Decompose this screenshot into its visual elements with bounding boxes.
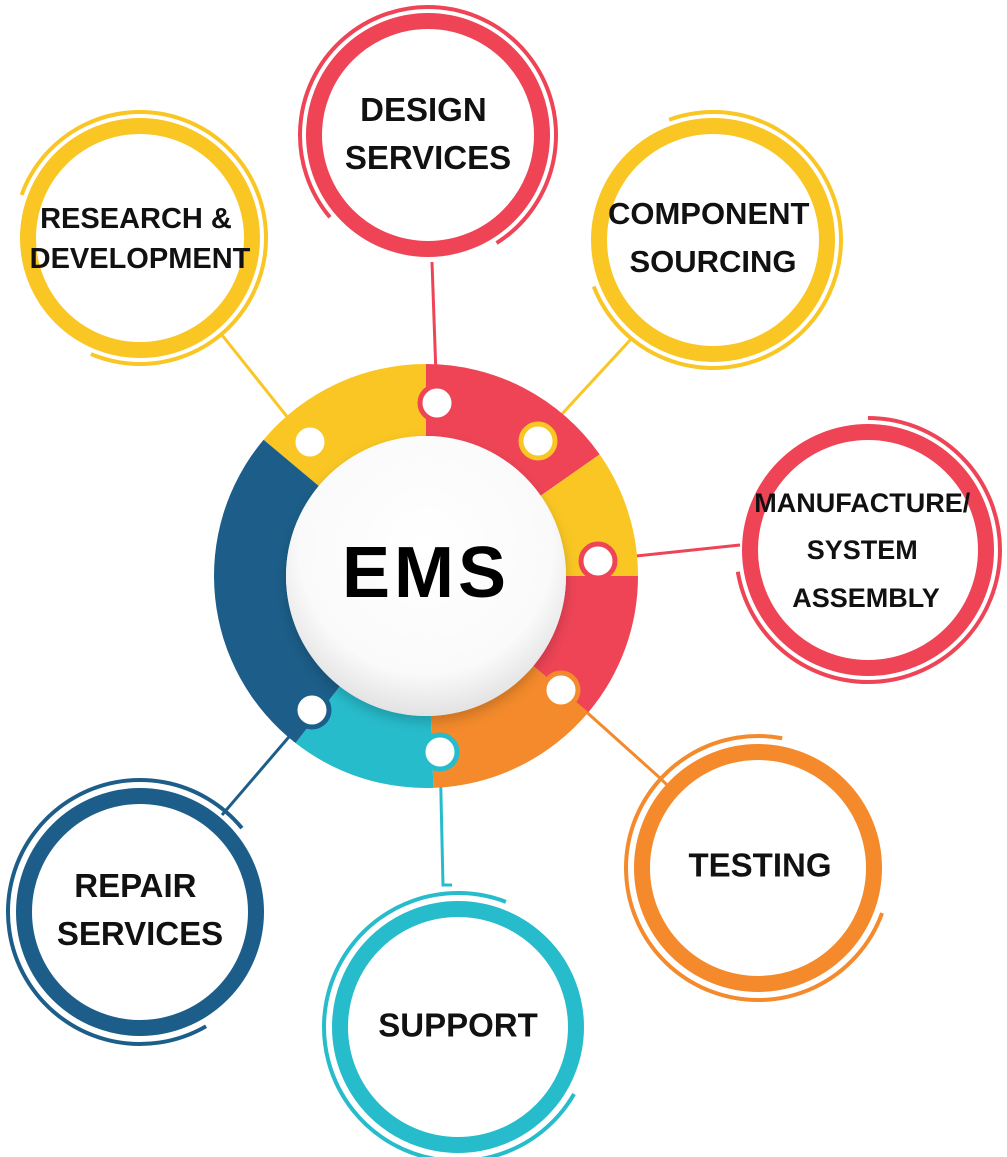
svg-text:COMPONENT SOURCING: COMPONENT SOURCING [608,196,818,279]
svg-text:REPAIR SERVICES: REPAIR SERVICES [57,867,223,952]
hub-disc [286,436,566,716]
hub-label: EMS [342,533,510,613]
connector-support [438,751,452,887]
node-component-line-1: COMPONENT [608,196,810,231]
node-research-line-2: DEVELOPMENT [30,243,251,275]
dot-component [518,421,558,461]
connector-dots [290,383,618,772]
ring-segment-component [540,454,638,576]
node-manufacture-system-assembly: MANUFACTURE/ SYSTEM ASSEMBLY [734,416,1002,684]
dot-support [420,732,460,772]
node-manufacture-line-3: ASSEMBLY [792,583,940,613]
node-manufacture-line-2: SYSTEM [807,535,918,565]
ring-segment-design [426,364,600,496]
dot-design [417,383,457,423]
node-support: SUPPORT [321,891,594,1157]
ring-segment-repair [213,439,340,744]
node-component-line-2: SOURCING [629,244,796,279]
hub: EMS [286,436,566,716]
dot-repair [292,690,332,730]
node-support-line-1: SUPPORT [378,1007,538,1044]
svg-text:RESEARCH & DEVELOPMENT: RESEARCH & DEVELOPMENT [30,203,251,275]
node-testing: TESTING [624,734,892,1002]
node-research-development: RESEARCH & DEVELOPMENT [12,110,268,366]
node-repair-services: REPAIR SERVICES [6,778,274,1046]
dot-research [290,422,330,462]
node-research-line-1: RESEARCH & [40,203,232,235]
node-design-line-1: DESIGN [360,91,487,128]
dot-testing [541,670,581,710]
hub-ring [213,364,638,789]
svg-text:MANUFACTURE/ SYSTEM: MANUFACTURE/ SYSTEM ASSEMBLY [754,488,978,613]
node-design-line-2: SERVICES [345,139,511,176]
dot-manufacture [578,541,618,581]
node-repair-line-2: SERVICES [57,915,223,952]
node-testing-line-1: TESTING [688,847,831,884]
svg-text:DESIGN SERVICES: DESIGN SERVICES [345,91,511,176]
node-manufacture-line-1: MANUFACTURE/ [754,488,970,518]
node-component-sourcing: COMPONENT SOURCING [583,110,843,370]
node-repair-line-1: REPAIR [74,867,196,904]
node-design-services: DESIGN SERVICES [298,5,558,265]
